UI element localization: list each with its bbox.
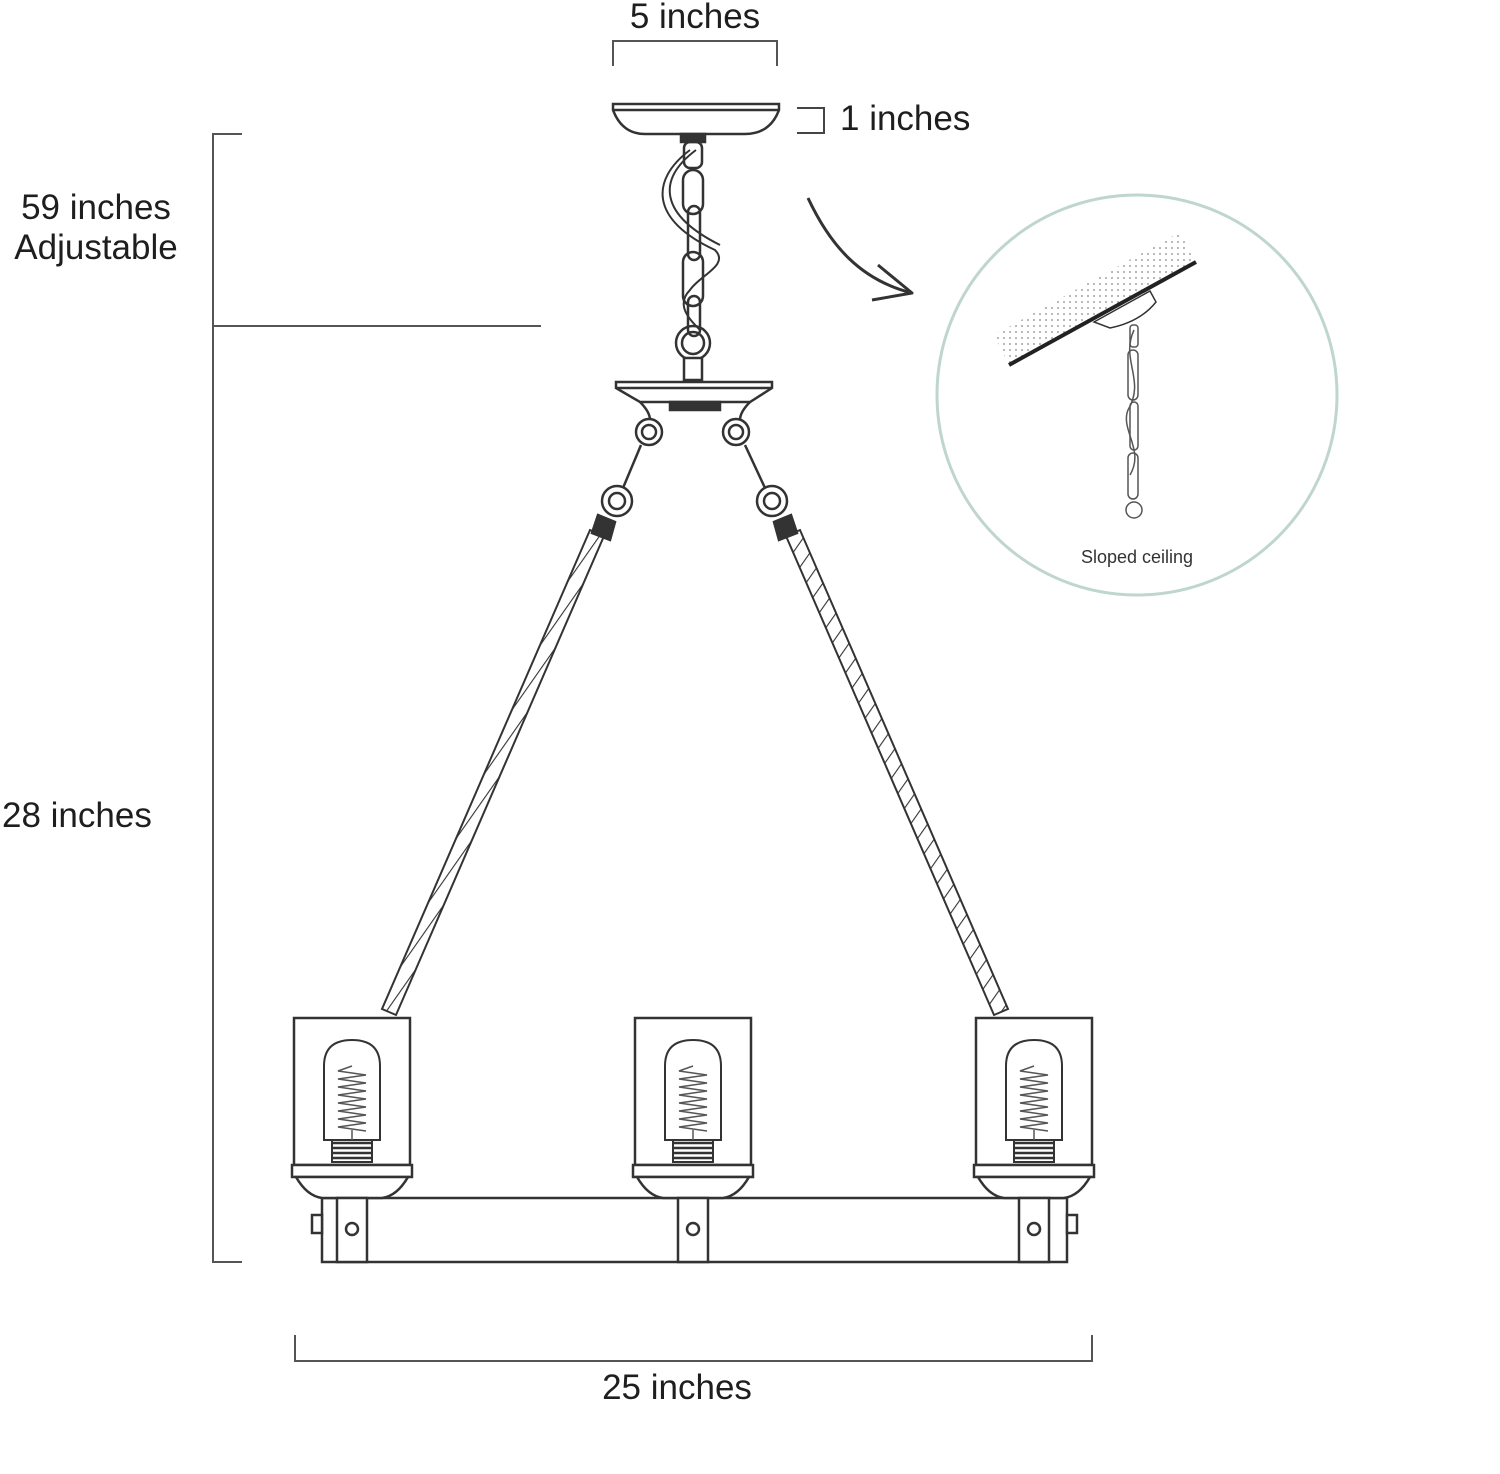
right-rope (784, 528, 1010, 1017)
chain-length-label: 59 inches (21, 188, 171, 227)
lamp-holders (290, 1016, 1096, 1264)
lamp-right (972, 1016, 1096, 1264)
sloped-ceiling-caption: Sloped ceiling (1080, 547, 1194, 567)
adjustable-label: Adjustable (14, 228, 178, 267)
fixture-width-label: 25 inches (602, 1368, 752, 1407)
sloped-ceiling-inset (935, 193, 1339, 597)
canopy-height-dimension-line (797, 107, 825, 134)
power-wire (661, 149, 721, 331)
canopy-width-dimension-line (612, 40, 778, 66)
vertical-dimension-line (212, 133, 541, 1263)
canopy-width-label: 5 inches (629, 0, 761, 36)
ceiling-canopy (611, 102, 781, 144)
canopy-height-label: 1 inches (840, 99, 971, 138)
fixture-width-dimension-line (294, 1335, 1093, 1362)
callout-arrow (806, 197, 914, 302)
lamp-left (290, 1016, 414, 1264)
hanging-chain (674, 140, 712, 382)
fixture-height-label: 28 inches (2, 796, 152, 835)
left-rope (380, 528, 606, 1017)
crossbar-plate (590, 380, 799, 542)
lamp-center (631, 1016, 755, 1264)
